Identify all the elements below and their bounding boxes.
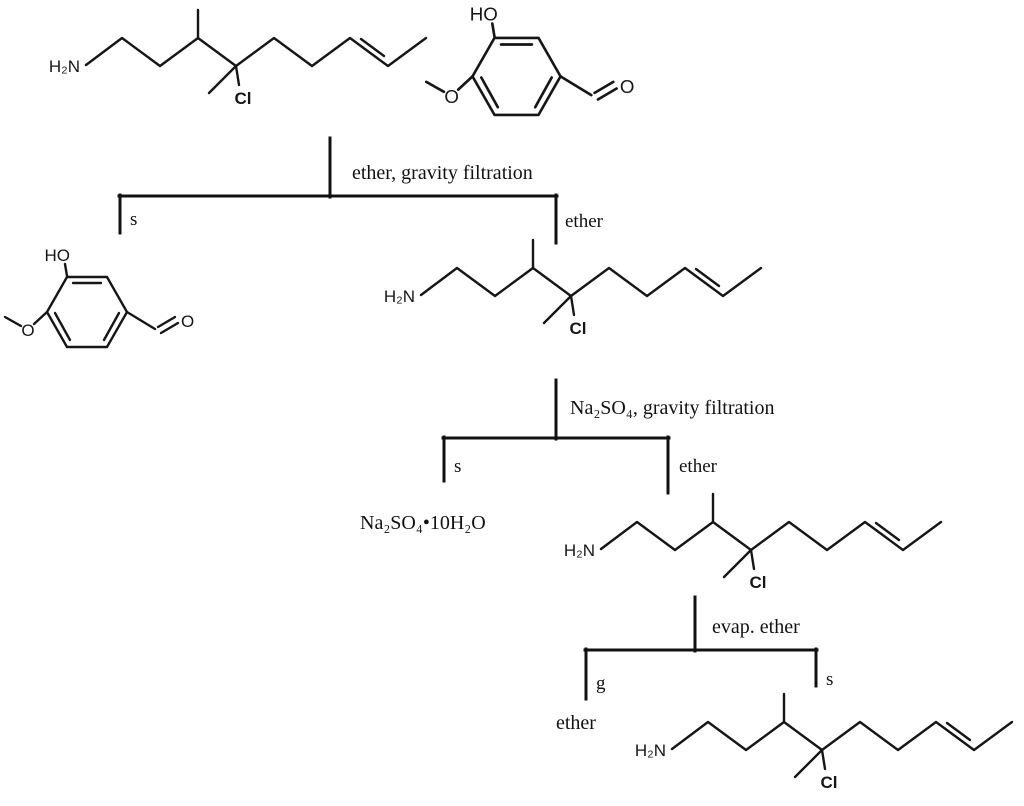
branch-3-left-phase-label: g (596, 673, 606, 694)
structure-amine-final-product (633, 692, 1014, 794)
branch-3-condition-label: evap. ether (712, 616, 800, 638)
branch-3-right-phase-label: s (826, 669, 833, 690)
structure-amine-ether-layer-1 (382, 238, 763, 340)
branch-1-right-phase-label: ether (565, 211, 604, 232)
branch-1: ether, gravity filtration s ether (117, 136, 604, 245)
branch-1-condition-label: ether, gravity filtration (352, 162, 533, 184)
branch-2-right-phase-label: ether (679, 456, 718, 477)
branch-2-left-phase-label: s (454, 456, 461, 477)
branch-2-left-product-label: Na₂SO₄•10H₂O (360, 512, 486, 534)
structure-vanillin-mixture-top (424, 1, 636, 117)
structure-vanillin-solid-product (3, 244, 196, 349)
structure-amine-mixture-top (47, 8, 428, 110)
branch-1-left-phase-label: s (130, 209, 137, 230)
branch-2: Na₂SO₄, gravity filtration s ether Na₂SO… (360, 378, 774, 534)
structure-amine-ether-layer-2 (562, 492, 943, 594)
branch-3-left-product-label: ether (556, 712, 596, 734)
branch-3: evap. ether g s ether (556, 595, 833, 734)
branch-2-condition-label: Na₂SO₄, gravity filtration (570, 397, 774, 419)
